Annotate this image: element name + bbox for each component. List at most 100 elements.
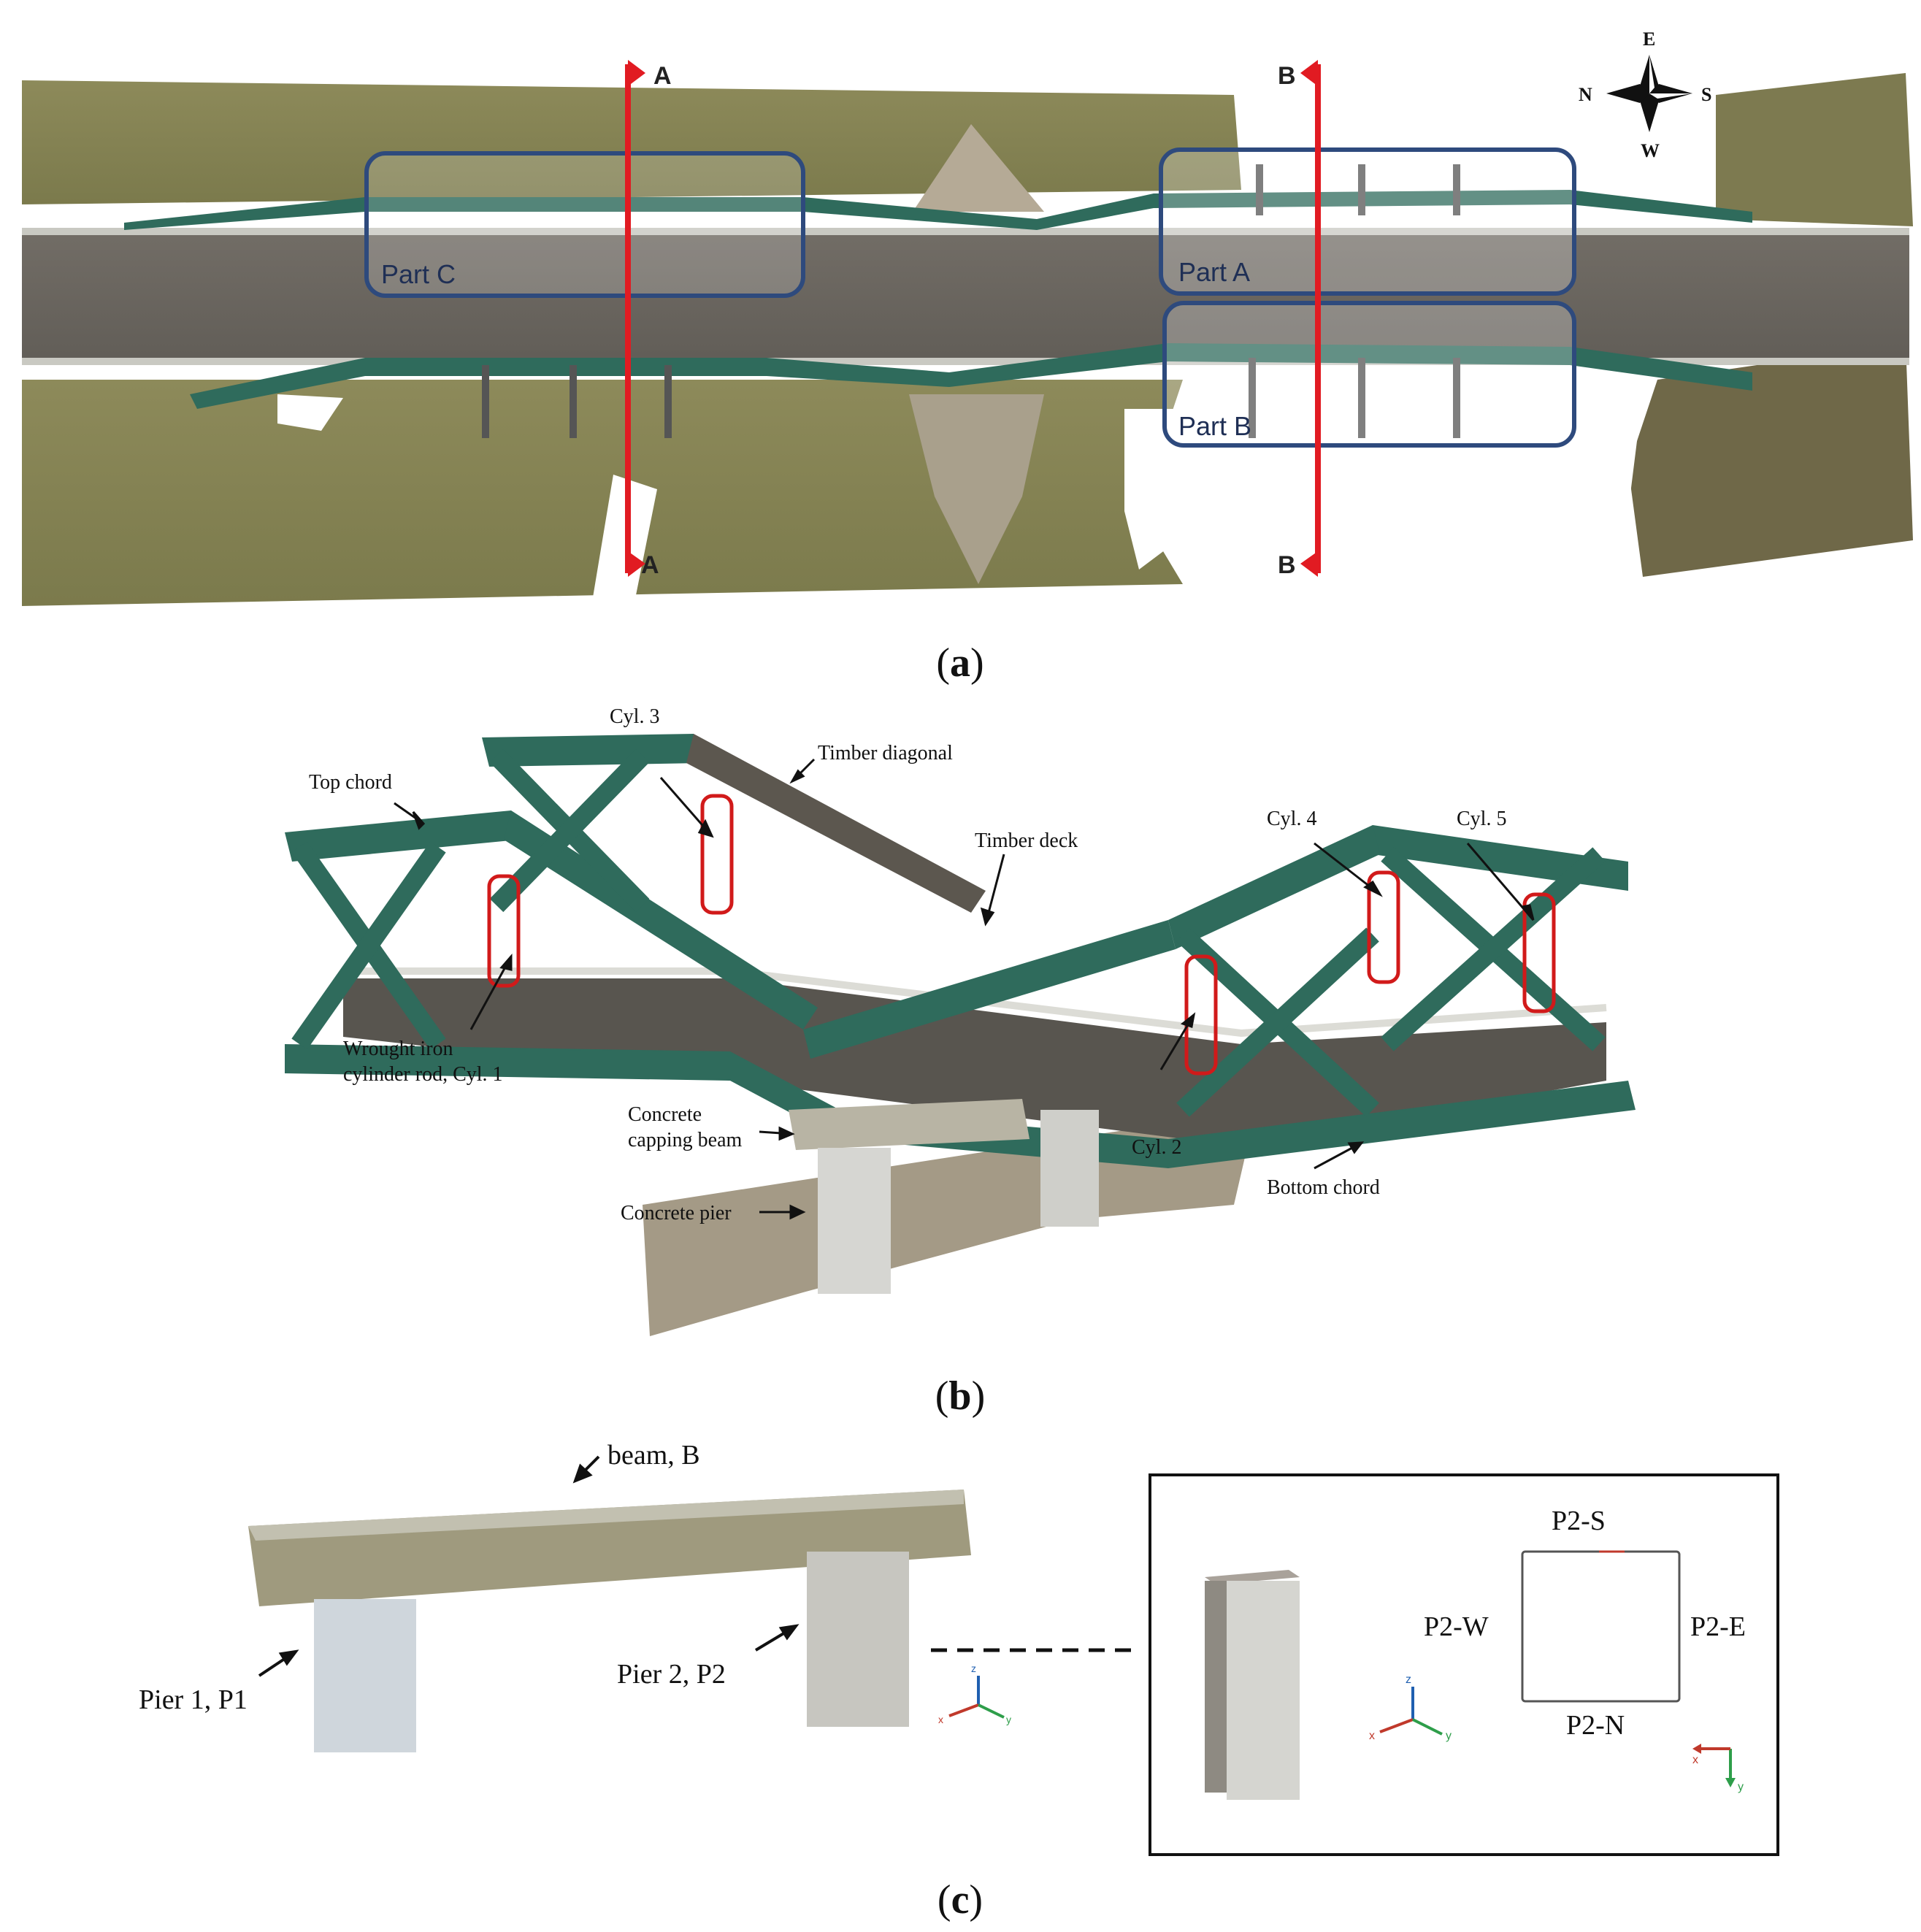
label-wrought-iron-line2: cylinder rod, Cyl. 1 bbox=[343, 1063, 503, 1086]
section-a-top-arrow bbox=[628, 60, 645, 86]
point-cloud-gap bbox=[591, 475, 657, 606]
caption-b-letter: b bbox=[948, 1373, 972, 1419]
panel-b-truss-model: Top chord Cyl. 3 Timber diagonal Timber … bbox=[0, 701, 1921, 1358]
inset-axis-y-label: y bbox=[1446, 1730, 1452, 1742]
label-timber-diagonal: Timber diagonal bbox=[818, 742, 953, 764]
concrete-capping-beam bbox=[789, 1099, 1029, 1150]
pier-beam-svg: beam, B Pier 1, P1 Pier 2, P2 z x y z x … bbox=[139, 1440, 1779, 1856]
section-b-bottom-label: B bbox=[1278, 551, 1296, 579]
orthophoto-svg: Part C Part A Part B A A B B E N S W bbox=[22, 28, 1913, 606]
inset-axis-x-label: x bbox=[1369, 1730, 1375, 1742]
inset-pier-side bbox=[1205, 1581, 1227, 1793]
panel-c-arrows bbox=[258, 1455, 800, 1677]
bridge-deck bbox=[22, 230, 1909, 365]
label-pier-1: Pier 1, P1 bbox=[139, 1684, 248, 1715]
inset-pier-front bbox=[1227, 1581, 1300, 1800]
label-beam-b: beam, B bbox=[607, 1440, 700, 1471]
cyl5-highlight bbox=[1522, 892, 1556, 1013]
cyl1-highlight bbox=[487, 874, 521, 988]
plan-axis-y-label: y bbox=[1738, 1781, 1744, 1793]
cylinder-highlights bbox=[487, 794, 1556, 1076]
caption-a: (a) bbox=[936, 640, 984, 686]
top-chord-left bbox=[285, 810, 518, 862]
label-concrete-pier: Concrete pier bbox=[621, 1202, 732, 1224]
section-a-top-label: A bbox=[653, 62, 672, 90]
right-upper-bank bbox=[1716, 73, 1913, 226]
right-lower-bank bbox=[1628, 343, 1913, 577]
label-p2-e: P2-E bbox=[1690, 1611, 1746, 1642]
timber-diagonal bbox=[686, 734, 986, 913]
label-wrought-iron-line1: Wrought iron bbox=[343, 1038, 453, 1060]
cyl2-highlight bbox=[1184, 954, 1218, 1076]
rising-diagonal-right bbox=[1168, 825, 1380, 949]
pier-footprint bbox=[643, 1110, 1256, 1336]
part-c-label: Part C bbox=[381, 259, 456, 289]
cyl3-highlight bbox=[700, 794, 734, 915]
axis-triad-icon bbox=[948, 1676, 1005, 1719]
panel-c-pier-beam: beam, B Pier 1, P1 Pier 2, P2 z x y z x … bbox=[0, 1431, 1921, 1869]
label-timber-deck: Timber deck bbox=[975, 829, 1078, 852]
part-b-box bbox=[1162, 301, 1576, 448]
compass-s: S bbox=[1701, 84, 1711, 105]
axis-z-label-small: z bbox=[971, 1663, 976, 1674]
section-b-bottom-arrow bbox=[1300, 551, 1318, 577]
left-x-bracing bbox=[291, 748, 650, 1050]
part-a-label: Part A bbox=[1178, 257, 1250, 287]
end-diagonal-right bbox=[803, 920, 1176, 1059]
end-diagonal-left bbox=[504, 810, 818, 1030]
section-a-bottom-arrow bbox=[628, 551, 645, 577]
compass-w: W bbox=[1641, 140, 1660, 161]
inset-axis-z-label: z bbox=[1406, 1674, 1411, 1686]
point-cloud-gap bbox=[1241, 380, 1643, 577]
pier-2 bbox=[807, 1552, 909, 1727]
label-capping-line1: Concrete bbox=[628, 1103, 702, 1126]
compass-e: E bbox=[1643, 28, 1655, 50]
cyl4-highlight bbox=[1367, 870, 1400, 984]
leader-arrows bbox=[394, 758, 1535, 1220]
compass-n: N bbox=[1579, 84, 1592, 105]
truss-model-svg: Top chord Cyl. 3 Timber diagonal Timber … bbox=[285, 705, 1636, 1336]
label-cyl4: Cyl. 4 bbox=[1267, 808, 1316, 830]
pier-footing-top bbox=[913, 124, 1044, 212]
pier-1 bbox=[314, 1599, 416, 1752]
lower-railing bbox=[22, 358, 1909, 365]
label-p2-n: P2-N bbox=[1566, 1710, 1625, 1741]
label-p2-s: P2-S bbox=[1552, 1506, 1606, 1536]
label-cyl5: Cyl. 5 bbox=[1457, 808, 1506, 830]
top-chord-back bbox=[482, 734, 701, 767]
label-top-chord: Top chord bbox=[309, 771, 392, 794]
concrete-pier-front bbox=[818, 1148, 891, 1294]
upper-grass-area bbox=[22, 80, 1241, 204]
label-capping-line2: capping beam bbox=[628, 1129, 742, 1151]
upper-truss bbox=[124, 190, 1752, 230]
label-cyl3: Cyl. 3 bbox=[610, 705, 659, 728]
part-b-label: Part B bbox=[1178, 411, 1251, 441]
label-cyl2: Cyl. 2 bbox=[1132, 1136, 1181, 1159]
panel-a-orthophoto: Part C Part A Part B A A B B E N S W bbox=[0, 0, 1921, 635]
part-c-box bbox=[364, 151, 805, 298]
label-bottom-chord: Bottom chord bbox=[1267, 1176, 1380, 1199]
axis-x-label-small: x bbox=[938, 1714, 943, 1725]
section-a-bottom-label: A bbox=[641, 551, 659, 579]
beam-top-face bbox=[248, 1490, 964, 1541]
caption-a-letter: a bbox=[950, 640, 970, 686]
truss-posts bbox=[482, 164, 1460, 438]
caption-c: (c) bbox=[937, 1877, 983, 1923]
concrete-pier-back bbox=[1040, 1110, 1099, 1227]
bottom-chord bbox=[285, 1044, 1636, 1168]
plan-axis-x-label: x bbox=[1692, 1754, 1698, 1766]
plan-axes-icon bbox=[1692, 1744, 1736, 1787]
lower-grass-area bbox=[22, 380, 1183, 606]
compass-rose-icon bbox=[1606, 55, 1692, 132]
label-p2-w: P2-W bbox=[1424, 1611, 1489, 1642]
label-pier-2: Pier 2, P2 bbox=[617, 1659, 726, 1690]
point-cloud-gap bbox=[277, 394, 343, 431]
upper-railing bbox=[22, 228, 1909, 235]
point-cloud-gap bbox=[1124, 409, 1205, 570]
part-a-box bbox=[1159, 147, 1576, 296]
timber-deck-surface bbox=[343, 978, 1606, 1146]
pier-footing-bottom bbox=[909, 394, 1044, 584]
inset-axis-triad-icon bbox=[1379, 1687, 1443, 1736]
section-b-top-label: B bbox=[1278, 62, 1296, 90]
caption-c-letter: c bbox=[951, 1877, 970, 1923]
